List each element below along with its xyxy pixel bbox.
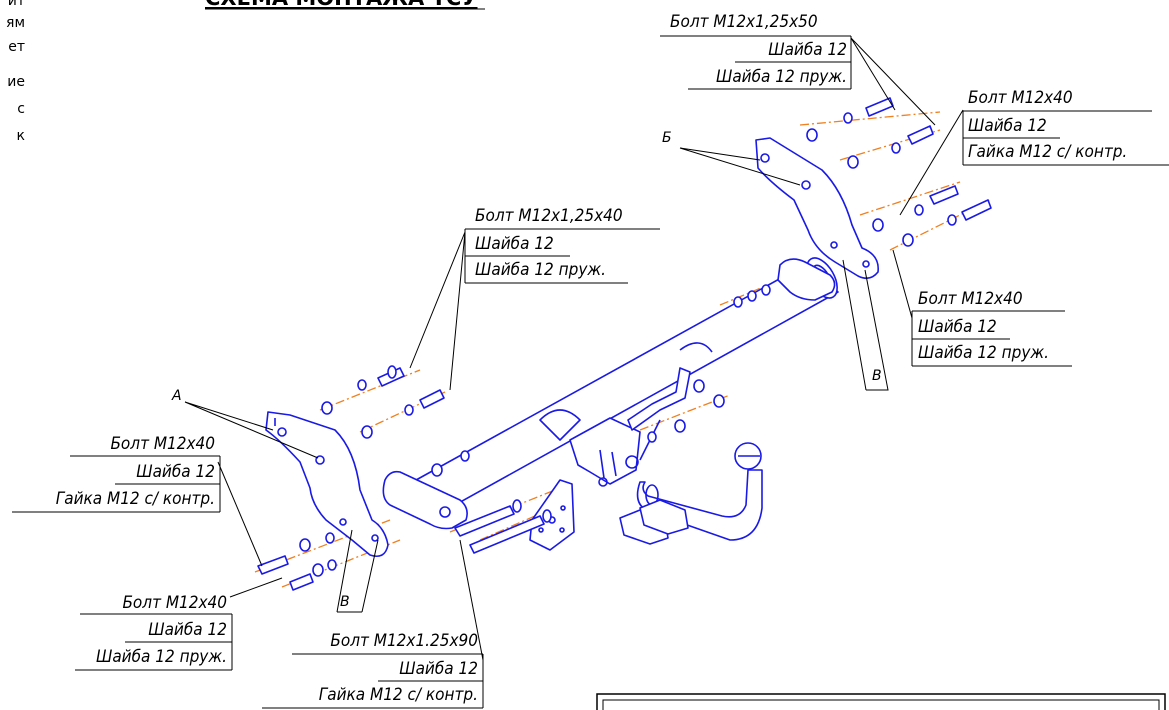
right-side-bracket (755, 137, 879, 280)
svg-text:ет: ет (8, 39, 25, 55)
center-bracket (569, 367, 691, 487)
svg-text:Шайба 12: Шайба 12 (399, 659, 478, 679)
marker-a: А (171, 388, 182, 404)
left-end-plate (382, 470, 468, 530)
svg-text:Шайба 12: Шайба 12 (136, 462, 215, 482)
marker-v-right: В (872, 368, 882, 384)
svg-text:Шайба 12: Шайба 12 (148, 620, 227, 640)
callout-top-right-upper: Болт М12х1,25х50 Шайба 12 Шайба 12 пруж. (660, 12, 852, 90)
leader-lines (184, 37, 964, 661)
marker-b: Б (662, 130, 672, 146)
svg-text:Болт М12х40: Болт М12х40 (918, 289, 1023, 309)
svg-text:Болт М12х40: Болт М12х40 (110, 434, 215, 454)
svg-text:ит: ит (8, 0, 25, 9)
main-beam (397, 257, 839, 521)
svg-text:Болт М12х1,25х50: Болт М12х1,25х50 (670, 12, 818, 32)
svg-text:Болт М12х1,25х40: Болт М12х1,25х40 (475, 206, 623, 226)
svg-text:Болт М12х40: Болт М12х40 (968, 88, 1073, 108)
left-side-bracket (265, 411, 389, 558)
svg-text:Гайка М12 с/ контр.: Гайка М12 с/ контр. (968, 142, 1127, 162)
svg-text:Шайба 12 пруж.: Шайба 12 пруж. (918, 343, 1049, 363)
svg-text:Болт М12х1.25х90: Болт М12х1.25х90 (330, 631, 478, 651)
callout-left-mid: Болт М12х40 Шайба 12 Гайка М12 с/ контр. (12, 434, 221, 513)
svg-text:Шайба 12: Шайба 12 (968, 116, 1047, 136)
hitch-assembly (184, 37, 992, 661)
svg-text:с: с (17, 101, 25, 117)
svg-text:Шайба 12 пруж.: Шайба 12 пруж. (475, 260, 606, 280)
diagram-title: СХЕМА МОНТАЖА ТСУ (205, 0, 478, 10)
svg-text:Болт М12х40: Болт М12х40 (122, 593, 227, 613)
callout-top-right-mid: Болт М12х40 Шайба 12 Гайка М12 с/ контр. (962, 88, 1169, 166)
callout-center-upper: Болт М12х1,25х40 Шайба 12 Шайба 12 пруж. (464, 206, 660, 284)
info-box (596, 693, 1166, 710)
svg-text:ие: ие (7, 74, 25, 90)
spacer-plates (619, 499, 689, 545)
svg-text:Шайба 12 пруж.: Шайба 12 пруж. (96, 647, 227, 667)
svg-text:Гайка М12 с/ контр.: Гайка М12 с/ контр. (319, 685, 478, 705)
svg-text:Шайба 12: Шайба 12 (475, 234, 554, 254)
callout-right-lower: Болт М12х40 Шайба 12 Шайба 12 пруж. (911, 289, 1072, 367)
marker-v-left: В (340, 594, 350, 610)
svg-text:к: к (17, 128, 25, 144)
fasteners (257, 97, 992, 591)
callout-bottom-center: Болт М12х1.25х90 Шайба 12 Гайка М12 с/ к… (262, 631, 484, 709)
callout-left-lower: Болт М12х40 Шайба 12 Шайба 12 пруж. (75, 593, 233, 671)
svg-text:Гайка М12 с/ контр.: Гайка М12 с/ контр. (56, 489, 215, 509)
svg-text:Шайба 12: Шайба 12 (918, 317, 997, 337)
side-text: ит ям ет ие с к (6, 0, 25, 144)
right-end-plate (777, 258, 836, 301)
svg-text:Шайба 12: Шайба 12 (768, 40, 847, 60)
svg-text:ям: ям (6, 15, 25, 31)
socket-plate (529, 479, 575, 551)
svg-text:Шайба 12 пруж.: Шайба 12 пруж. (716, 67, 847, 87)
